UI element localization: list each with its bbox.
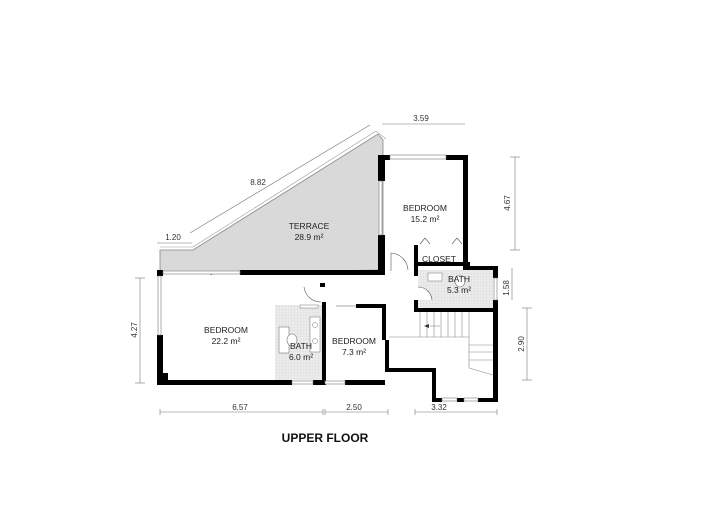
room-area-bath-master: 6.0 m² [289,352,313,362]
dim-terrace-left: 1.20 [165,233,181,242]
room-area-bedroom-master: 22.2 m² [212,336,241,346]
ne-bath-area [417,270,493,308]
room-area-bath-ne: 5.3 m² [447,285,471,295]
dim-top-right: 3.59 [413,114,429,123]
dimension-lines [135,123,532,415]
master-bath-area [275,304,322,380]
dim-terrace-diagonal: 8.82 [250,178,266,187]
room-area-bedroom-ne: 15.2 m² [411,214,440,224]
room-name-bedroom-master: BEDROOM [204,325,248,335]
windows [157,154,498,402]
dim-right-bedroom-height: 4.67 [503,195,512,211]
dim-right-bath-height: 1.58 [502,280,511,296]
dim-left-height: 4.27 [130,322,139,338]
dim-bottom-mid: 2.50 [346,403,362,412]
room-name-closet: CLOSET [422,254,456,264]
room-name-bath-master: BATH [290,341,312,351]
dim-bottom-right: 3.32 [431,403,447,412]
room-name-bedroom-ne: BEDROOM [403,203,447,213]
terrace [159,130,387,275]
plan-title: UPPER FLOOR [282,431,369,445]
room-name-bath-ne: BATH [448,274,470,284]
walls [157,155,498,402]
room-area-terrace: 28.9 m² [295,232,324,242]
dim-right-stair-height: 2.90 [517,336,526,352]
room-area-bedroom-small: 7.3 m² [342,347,366,357]
room-name-terrace: TERRACE [289,221,330,231]
stairs [389,312,494,376]
dim-bottom-left: 6.57 [232,403,248,412]
room-name-bedroom-small: BEDROOM [332,336,376,346]
